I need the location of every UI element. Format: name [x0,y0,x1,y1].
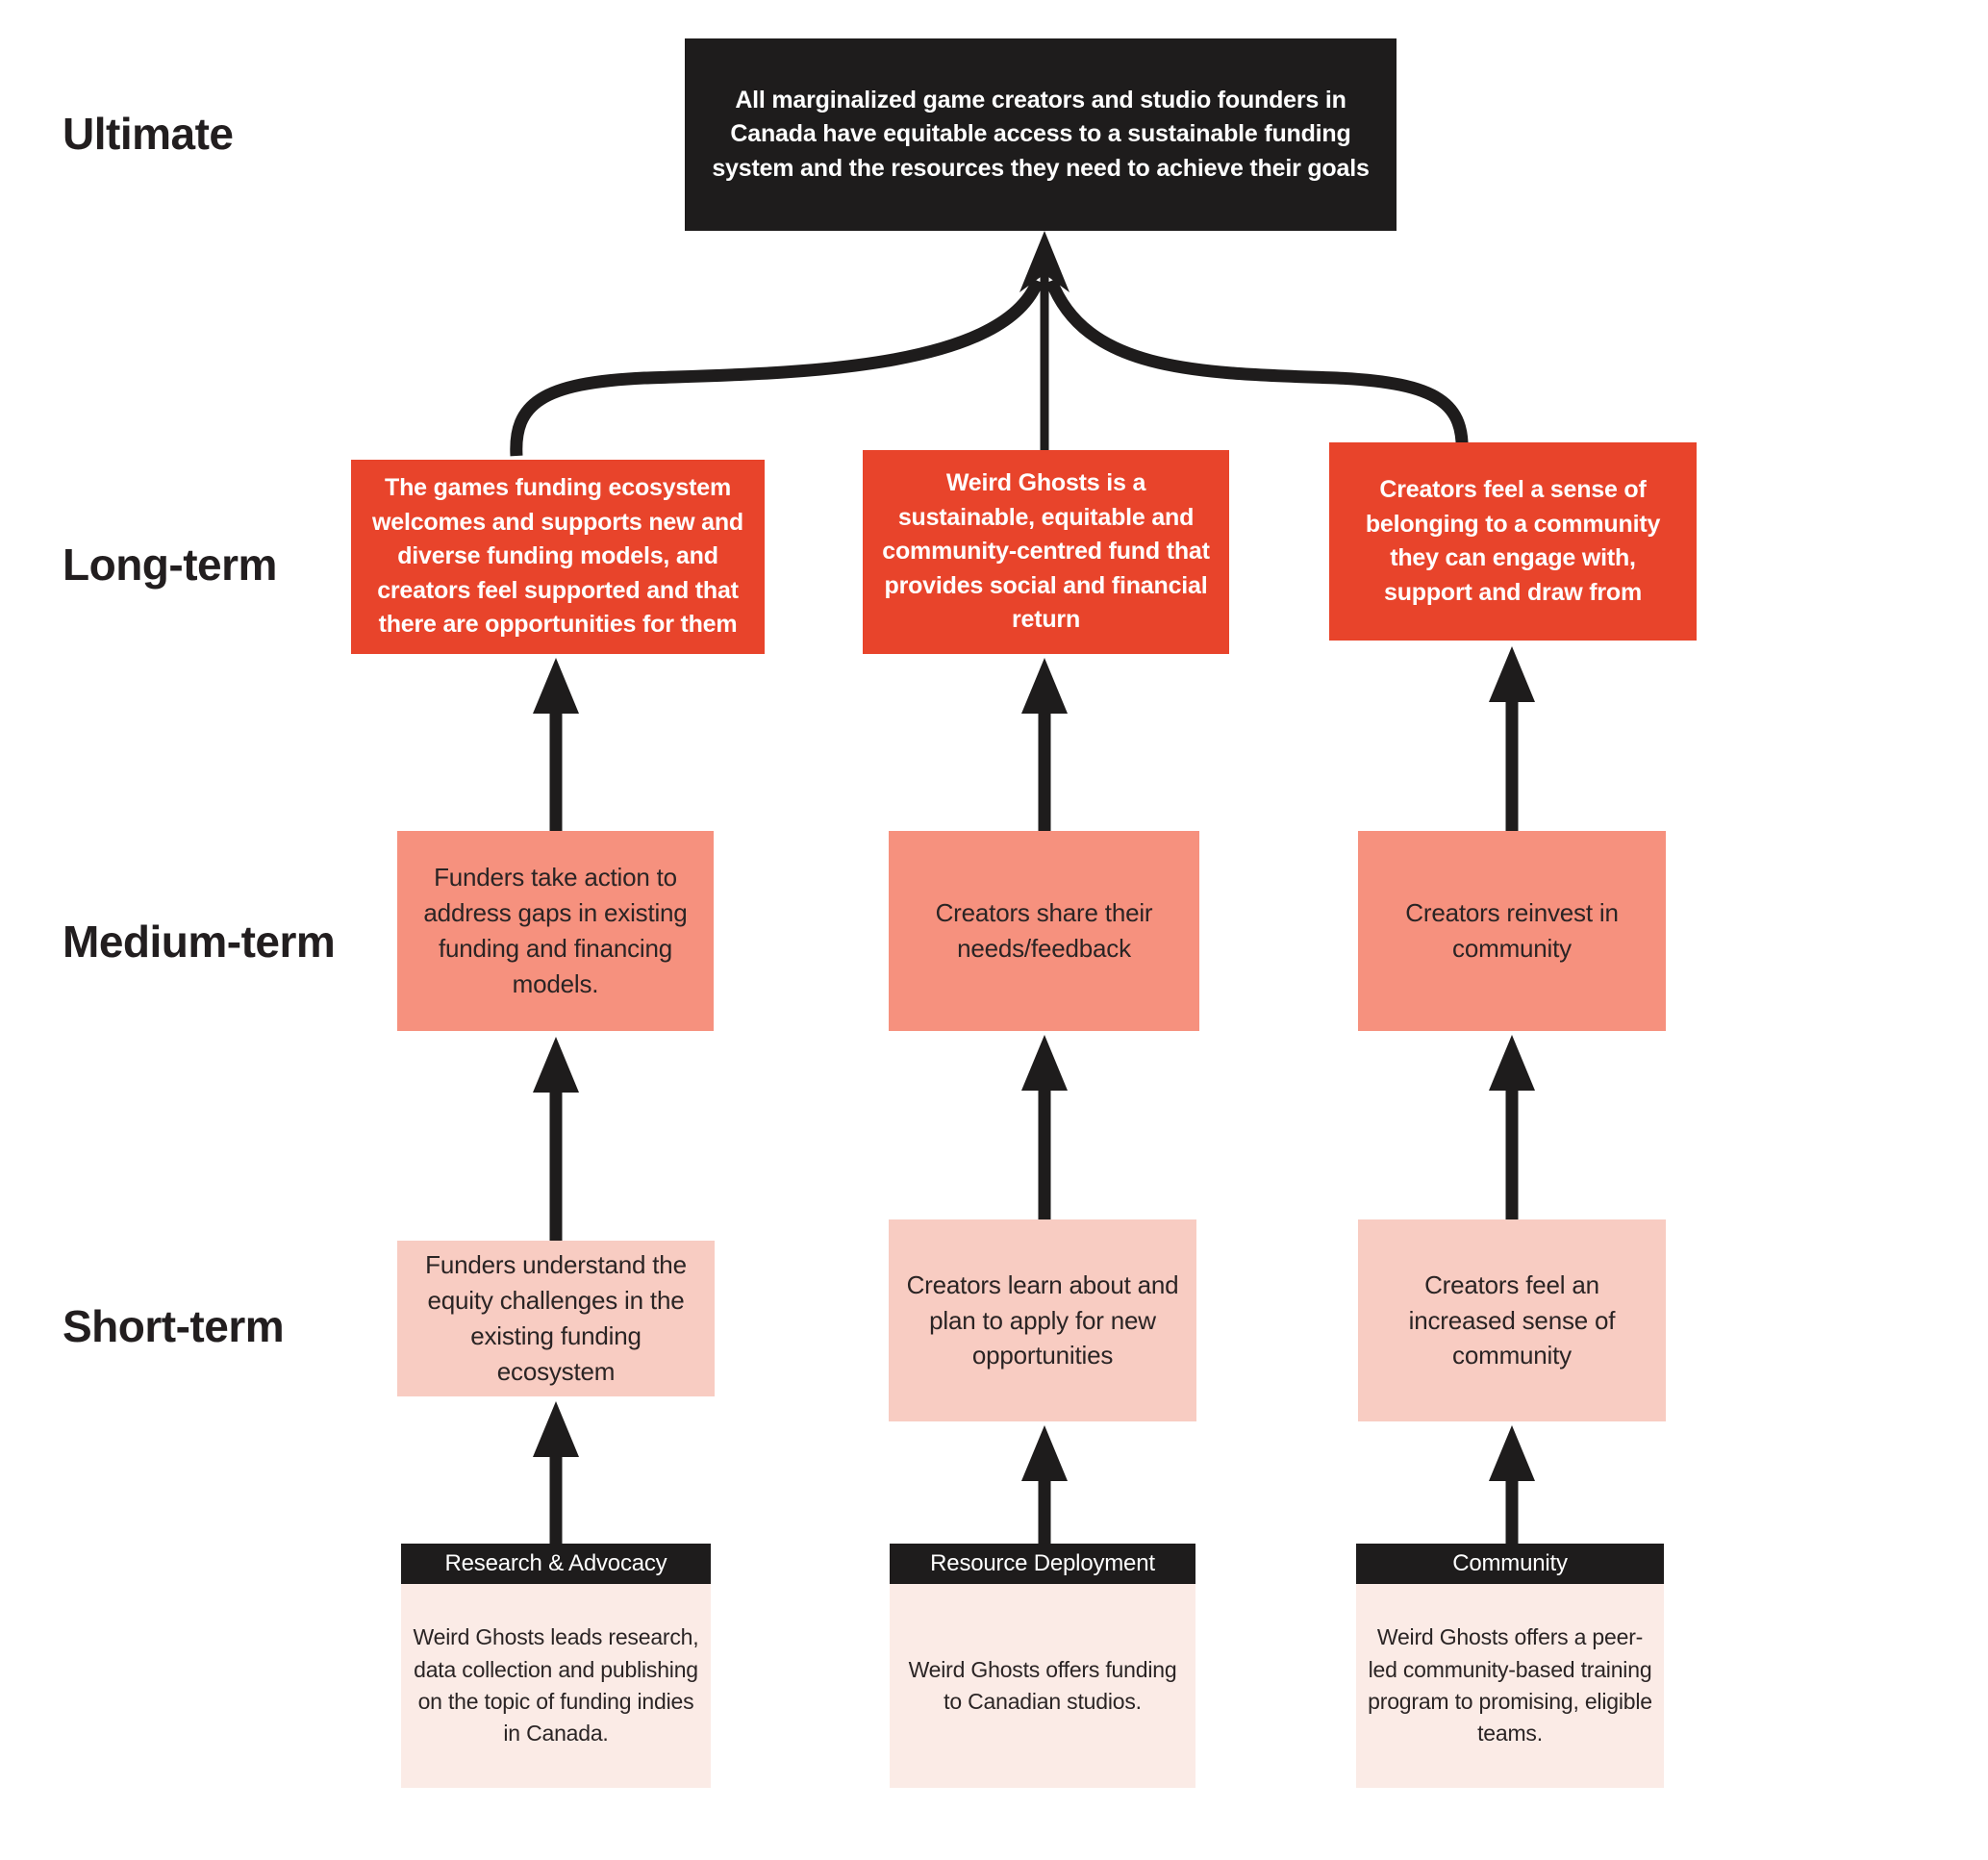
level-label-short-term: Short-term [63,1301,285,1351]
ultimate-outcome-box: All marginalized game creators and studi… [685,38,1397,231]
medium-term-box-creators-feedback: Creators share their needs/feedback [889,831,1199,1031]
arrow-medium-to-long-col3 [1489,646,1535,831]
arrow-medium-to-long-col2 [1021,658,1068,831]
arrow-long-to-ultimate [510,231,1469,457]
program-description: Weird Ghosts leads research, data collec… [401,1584,711,1788]
program-description: Weird Ghosts offers a peer-led community… [1356,1584,1664,1788]
program-box-research-advocacy: Research & Advocacy Weird Ghosts leads r… [401,1544,711,1788]
medium-term-box-creators-reinvest: Creators reinvest in community [1358,831,1666,1031]
long-term-box-weird-ghosts-fund: Weird Ghosts is a sustainable, equitable… [863,450,1229,654]
program-box-community: Community Weird Ghosts offers a peer-led… [1356,1544,1664,1788]
short-term-box-creators-community: Creators feel an increased sense of comm… [1358,1219,1666,1421]
arrow-short-to-medium-col3 [1489,1035,1535,1219]
short-term-box-funders-understand: Funders understand the equity challenges… [397,1241,715,1396]
arrow-short-to-medium-col1 [533,1037,579,1241]
program-title: Research & Advocacy [401,1544,711,1584]
arrow-medium-to-long-col1 [533,658,579,831]
program-title: Resource Deployment [890,1544,1195,1584]
long-term-box-funding-ecosystem: The games funding ecosystem welcomes and… [351,460,765,654]
arrow-program-to-short-col1 [533,1401,579,1544]
program-box-resource-deployment: Resource Deployment Weird Ghosts offers … [890,1544,1195,1788]
level-label-ultimate: Ultimate [63,109,234,159]
level-label-long-term: Long-term [63,540,277,590]
program-description: Weird Ghosts offers funding to Canadian … [890,1584,1195,1788]
program-title: Community [1356,1544,1664,1584]
long-term-box-community-belonging: Creators feel a sense of belonging to a … [1329,442,1697,641]
medium-term-box-funders-action: Funders take action to address gaps in e… [397,831,714,1031]
arrow-program-to-short-col2 [1021,1425,1068,1544]
short-term-box-creators-learn: Creators learn about and plan to apply f… [889,1219,1196,1421]
level-label-medium-term: Medium-term [63,917,336,967]
arrow-short-to-medium-col2 [1021,1035,1068,1219]
arrow-program-to-short-col3 [1489,1425,1535,1544]
